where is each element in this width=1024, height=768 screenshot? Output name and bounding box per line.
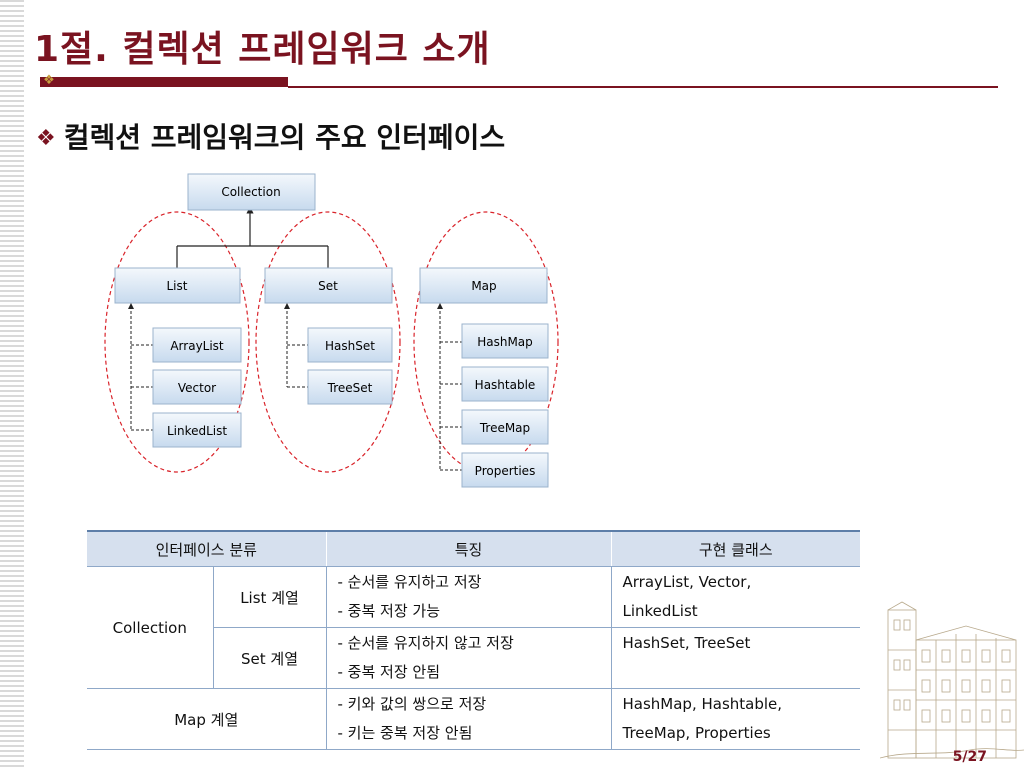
hashset-label: HashSet <box>325 339 375 353</box>
building-sketch-decoration <box>880 601 1024 759</box>
treemap-box: TreeMap <box>461 409 549 445</box>
classes-cell: ArrayList, Vector, LinkedList <box>611 566 860 628</box>
features-cell: - 순서를 유지하지 않고 저장 - 중복 저장 안됨 <box>326 627 612 689</box>
set-box-label: Set <box>318 279 338 293</box>
class-line <box>613 658 860 687</box>
table-row: Map 계열 - 키와 값의 쌍으로 저장 - 키는 중복 저장 안됨 Hash… <box>87 688 860 750</box>
collection-cell: Collection <box>87 566 214 689</box>
set-box: Set <box>264 267 393 304</box>
class-line: HashMap, Hashtable, <box>622 695 783 713</box>
properties-box: Properties <box>461 452 549 488</box>
feature-line: - 순서를 유지하고 저장 <box>337 573 482 591</box>
vector-label: Vector <box>178 381 216 395</box>
hashtable-box: Hashtable <box>461 366 549 402</box>
group-cell: List 계열 <box>213 566 327 628</box>
features-cell: - 순서를 유지하고 저장 - 중복 저장 가능 <box>326 566 612 628</box>
header-interface-category: 인터페이스 분류 <box>87 530 327 567</box>
map-box: Map <box>419 267 548 304</box>
left-stripe-decoration <box>0 0 24 768</box>
vector-box: Vector <box>152 369 242 405</box>
header-impl-classes: 구현 클래스 <box>611 530 860 567</box>
group-cell: Set 계열 <box>213 627 327 689</box>
hashmap-label: HashMap <box>477 335 533 349</box>
arraylist-box: ArrayList <box>152 327 242 363</box>
feature-line: - 순서를 유지하지 않고 저장 <box>337 634 514 652</box>
table-header-row: 인터페이스 분류 특징 구현 클래스 <box>87 530 860 567</box>
header-features: 특징 <box>326 530 612 567</box>
list-group-oval <box>104 211 250 473</box>
linkedlist-box: LinkedList <box>152 412 242 448</box>
collection-box-label: Collection <box>221 185 280 199</box>
page-number: 5/27 <box>952 749 987 765</box>
small-diamond-icon: ❖ <box>43 73 55 88</box>
hashmap-box: HashMap <box>461 323 549 359</box>
properties-label: Properties <box>475 464 536 478</box>
title-underline-bar <box>40 77 288 87</box>
linkedlist-label: LinkedList <box>167 424 227 438</box>
class-line: ArrayList, Vector, <box>622 573 752 591</box>
feature-line: - 중복 저장 가능 <box>337 602 441 620</box>
map-box-label: Map <box>471 279 496 293</box>
section-heading: ❖ 컬렉션 프레임워크의 주요 인터페이스 <box>36 116 505 156</box>
treemap-label: TreeMap <box>479 421 530 435</box>
feature-line: - 키는 중복 저장 안됨 <box>337 724 473 742</box>
section-heading-text: 컬렉션 프레임워크의 주요 인터페이스 <box>63 121 506 154</box>
collection-box: Collection <box>187 173 316 211</box>
hashtable-label: Hashtable <box>475 378 536 392</box>
list-box-label: List <box>167 279 188 293</box>
arraylist-label: ArrayList <box>170 339 224 353</box>
title-underline-line <box>288 86 998 88</box>
feature-line: - 중복 저장 안됨 <box>337 663 441 681</box>
class-line: LinkedList <box>622 602 698 620</box>
feature-line: - 키와 값의 쌍으로 저장 <box>337 695 487 713</box>
diamond-bullet-icon: ❖ <box>36 126 56 151</box>
classes-cell: HashMap, Hashtable, TreeMap, Properties <box>611 688 860 750</box>
slide-title: 1절. 컬렉션 프레임워크 소개 <box>34 29 491 70</box>
table-row: Set 계열 - 순서를 유지하지 않고 저장 - 중복 저장 안됨 HashS… <box>87 627 860 689</box>
treeset-box: TreeSet <box>307 369 393 405</box>
class-line: TreeMap, Properties <box>622 724 771 742</box>
treeset-label: TreeSet <box>327 381 373 395</box>
class-line: HashSet, TreeSet <box>622 634 751 652</box>
features-cell: - 키와 값의 쌍으로 저장 - 키는 중복 저장 안됨 <box>326 688 612 750</box>
table-row: Collection List 계열 - 순서를 유지하고 저장 - 중복 저장… <box>87 566 860 689</box>
interface-summary-table: 인터페이스 분류 특징 구현 클래스 Collection List 계열 - … <box>87 530 860 750</box>
collection-hierarchy-diagram: Collection List Set Map ArrayList Vector… <box>104 173 559 488</box>
group-cell: Map 계열 <box>87 688 327 750</box>
list-box: List <box>114 267 241 304</box>
hashset-box: HashSet <box>307 327 393 363</box>
set-group-oval <box>255 211 401 473</box>
classes-cell: HashSet, TreeSet <box>611 627 860 689</box>
